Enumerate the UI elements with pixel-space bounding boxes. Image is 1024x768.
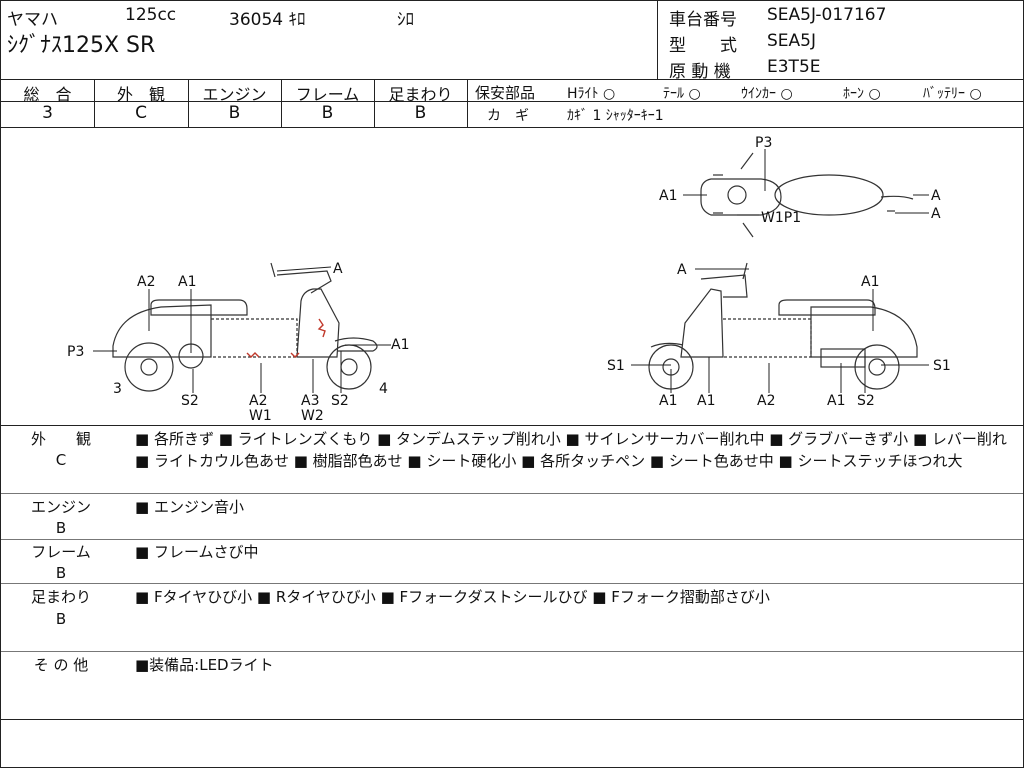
safety-item-battery: ﾊﾞｯﾃﾘｰ ○ <box>923 86 982 102</box>
frame-no-label: 車台番号 <box>669 10 737 30</box>
label-left-a2-bottom: A2 <box>249 393 267 409</box>
safety-item-horn: ﾎｰﾝ ○ <box>843 86 881 102</box>
grade-engine-label: エンジン <box>202 85 267 104</box>
label-left-3: 3 <box>113 381 122 397</box>
safety-label: 保安部品 <box>475 84 536 102</box>
safety-item-tail: ﾃｰﾙ ○ <box>663 86 701 102</box>
engine-label: 原 動 機 <box>669 62 731 82</box>
section-suspension-label: 足まわり <box>30 588 91 606</box>
section-engine-text: ■ エンジン音小 <box>135 498 244 516</box>
model-name: ｼｸﾞﾅｽ125X SR <box>7 33 156 58</box>
label-left-a1-right: A1 <box>391 337 409 353</box>
section-frame-label: フレーム <box>31 543 91 561</box>
grade-engine-value: B <box>228 103 241 123</box>
label-right-s2-b: S2 <box>857 393 875 409</box>
label-top-a1: A1 <box>659 188 677 204</box>
damage-marks-red <box>246 318 326 358</box>
safety-item-headlight: Hﾗｲﾄ ○ <box>567 86 616 102</box>
section-frame-text: ■ フレームさび中 <box>135 543 259 561</box>
section-exterior-grade: C <box>55 451 67 469</box>
grade-total-label: 総 合 <box>23 85 72 104</box>
label-right-a1-b1: A1 <box>659 393 677 409</box>
grade-suspension-value: B <box>414 103 427 123</box>
label-left-w2: W2 <box>301 408 324 424</box>
grade-frame-value: B <box>321 103 334 123</box>
leader-lines-right <box>631 268 929 393</box>
displacement: 125cc <box>125 5 177 25</box>
label-right-a1-b3: A1 <box>827 393 845 409</box>
leader-lines-left <box>93 266 391 393</box>
section-engine-label: エンジン <box>30 498 91 516</box>
label-top-w1p1: W1P1 <box>761 210 801 226</box>
label-left-w1: W1 <box>249 408 272 424</box>
section-exterior-label: 外 観 <box>30 430 91 448</box>
label-left-s2-right: S2 <box>331 393 349 409</box>
mileage: 36054 ｷﾛ <box>229 10 306 30</box>
section-other-label: そ の 他 <box>33 656 89 674</box>
section-frame-grade: B <box>55 564 67 582</box>
safety-item-winker: ｳｲﾝｶｰ ○ <box>741 86 793 102</box>
label-right-a-top: A <box>677 262 687 278</box>
label-left-a-top: A <box>333 261 343 277</box>
damage-diagram: A2 A1 A P3 A1 3 4 S2 A2 W1 A3 W2 S2 P3 A… <box>67 135 951 424</box>
leader-lines-top <box>683 149 929 216</box>
label-right-a2-b: A2 <box>757 393 775 409</box>
label-left-a1: A1 <box>178 274 196 290</box>
grade-total-value: 3 <box>42 103 53 123</box>
label-right-s1-left: S1 <box>607 358 625 374</box>
maker: ヤマハ <box>7 10 58 30</box>
section-suspension-text: ■ Fタイヤひび小 ■ Rタイヤひび小 ■ Fフォークダストシールひび ■ Fフ… <box>135 588 770 606</box>
color: ｼﾛ <box>397 10 414 30</box>
engine-value: E3T5E <box>767 57 821 77</box>
scooter-top-view <box>700 152 914 238</box>
type-value: SEA5J <box>767 31 816 51</box>
label-top-a-right1: A <box>931 188 941 204</box>
section-exterior-text: ■ 各所きず ■ ライトレンズくもり ■ タンデムステップ削れ小 ■ サイレンサ… <box>135 430 1007 470</box>
label-right-s1-right: S1 <box>933 358 951 374</box>
label-top-a-right2: A <box>931 206 941 222</box>
label-left-a3: A3 <box>301 393 319 409</box>
key-value: ｶｷﾞ 1 ｼｬｯﾀｰｷｰ1 <box>567 108 664 124</box>
type-label: 型 式 <box>669 36 737 56</box>
label-right-a1-b2: A1 <box>697 393 715 409</box>
frame-no: SEA5J-017167 <box>767 5 887 25</box>
grade-exterior-label: 外 観 <box>116 85 165 104</box>
label-left-4: 4 <box>379 381 388 397</box>
section-other-text: ■装備品:LEDライト <box>135 656 274 674</box>
label-right-a1-top: A1 <box>861 274 879 290</box>
label-top-p3: P3 <box>755 135 772 151</box>
grade-exterior-value: C <box>135 103 147 123</box>
grade-frame-label: フレーム <box>295 85 360 104</box>
label-left-s2: S2 <box>181 393 199 409</box>
section-suspension-grade: B <box>55 610 67 628</box>
section-engine-grade: B <box>55 519 67 537</box>
label-left-p3: P3 <box>67 344 84 360</box>
grade-suspension-label: 足まわり <box>388 85 453 104</box>
key-label: カ ギ <box>487 108 529 124</box>
label-left-a2: A2 <box>137 274 155 290</box>
